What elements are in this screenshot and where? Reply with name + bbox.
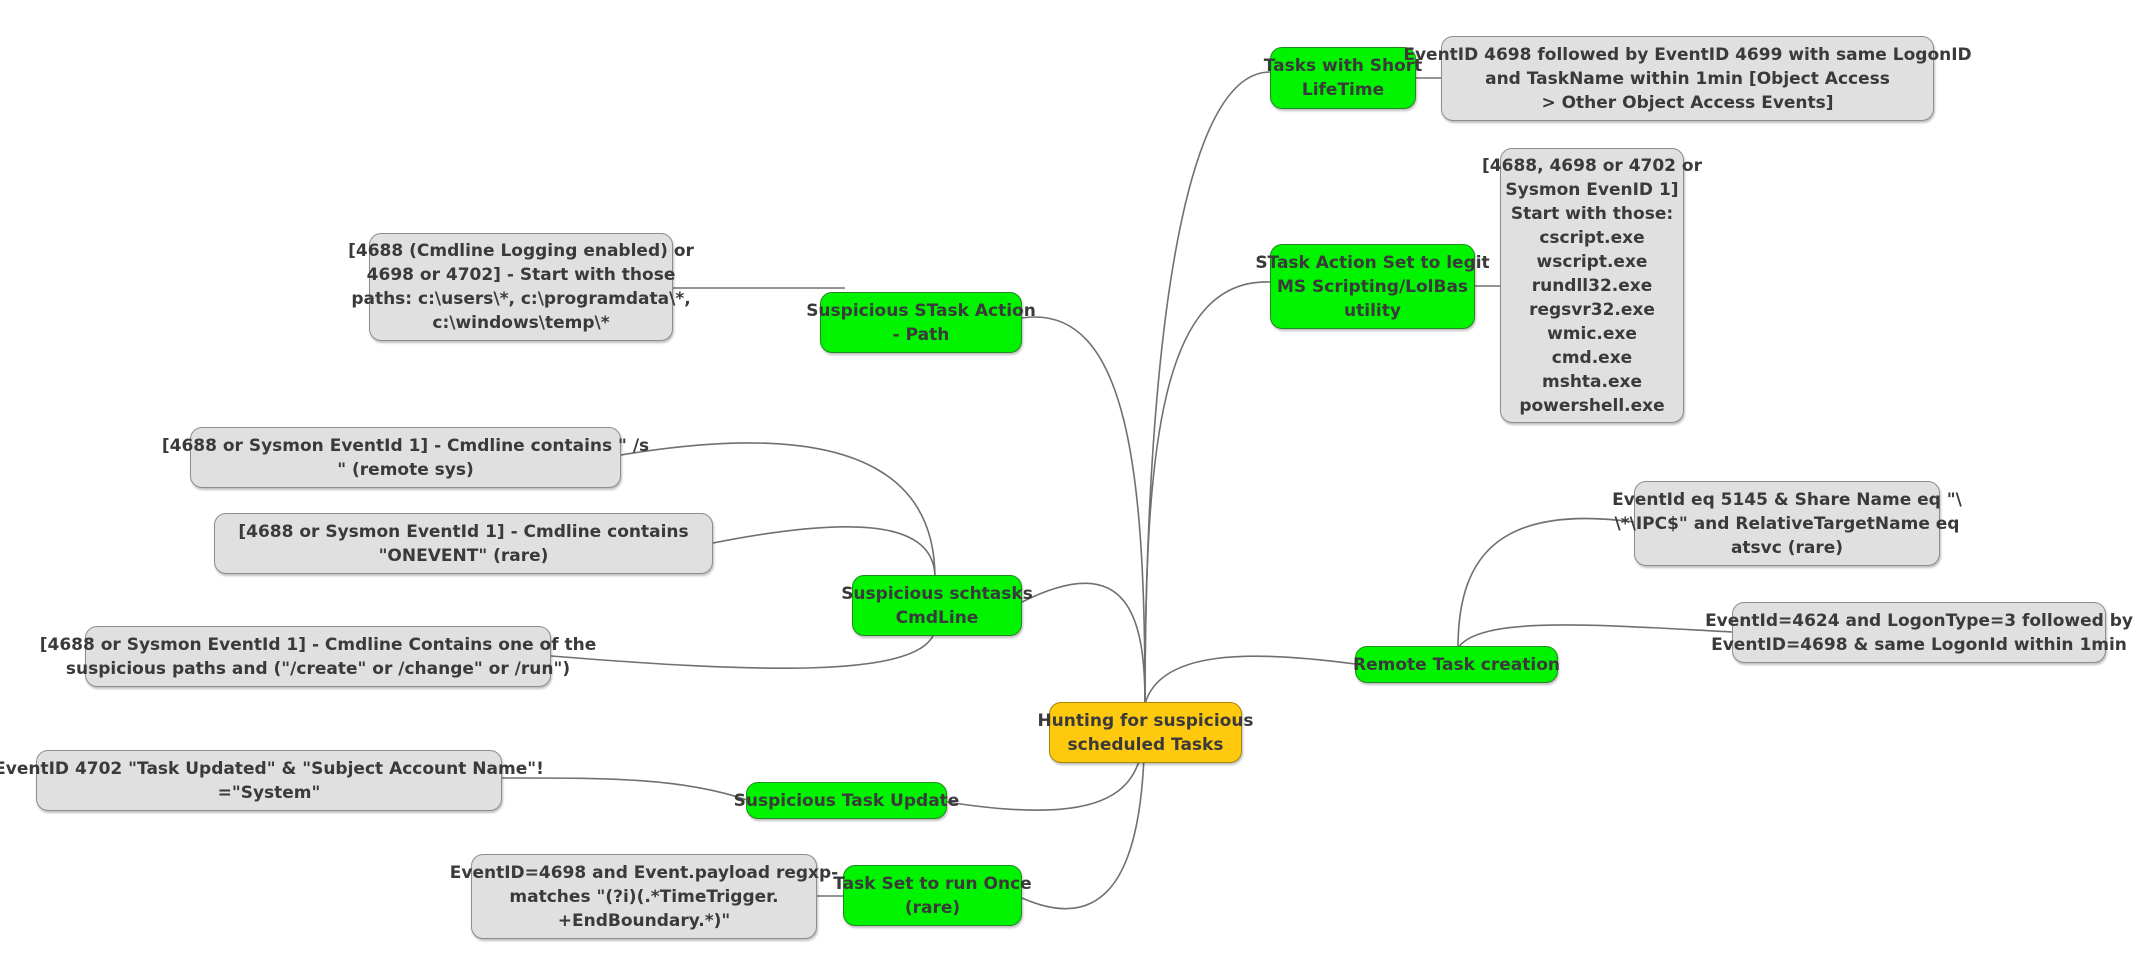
leaf-line: wscript.exe	[1536, 251, 1648, 272]
branch-line: utility	[1344, 300, 1401, 321]
leaf-line: regsvr32.exe	[1529, 299, 1655, 320]
leaf-line: matches "(?i)(.*TimeTrigger.	[509, 886, 779, 907]
edge-cmdline-remote	[620, 442, 936, 579]
edge-remote-share	[1457, 517, 1635, 649]
branch-line: - Path	[892, 324, 950, 345]
edge-root-remote-task	[1144, 655, 1356, 705]
branch-schtasks-cmdline[interactable]: Suspicious schtasks CmdLine	[841, 575, 1033, 636]
leaf-line: and TaskName within 1min [Object Access	[1485, 68, 1890, 89]
edge-root-schtasks-cmdline	[1021, 582, 1146, 705]
leaf-line: powershell.exe	[1519, 395, 1665, 416]
leaf-line: rundll32.exe	[1531, 275, 1653, 296]
leaf-line: 4698 or 4702] - Start with those	[366, 265, 676, 285]
leaf-line: wmic.exe	[1547, 323, 1637, 344]
branch-line: Task Set to run Once	[833, 873, 1032, 894]
leaf-cmdline-paths[interactable]: [4688 or Sysmon EventId 1] - Cmdline Con…	[40, 626, 596, 687]
leaf-remote-logon[interactable]: EventId=4624 and LogonType=3 followed by…	[1705, 602, 2133, 663]
leaf-line: paths: c:\users\*, c:\programdata\*,	[351, 289, 691, 309]
leaf-line: c:\windows\temp\*	[432, 313, 610, 333]
branch-stask-action-legit[interactable]: STask Action Set to legit MS Scripting/L…	[1255, 244, 1490, 329]
leaf-cmdline-onevent[interactable]: [4688 or Sysmon EventId 1] - Cmdline con…	[214, 513, 713, 574]
edge-cmdline-paths	[550, 629, 936, 670]
leaf-line: EventId=4624 and LogonType=3 followed by	[1705, 610, 2133, 631]
branch-remote-task[interactable]: Remote Task creation	[1353, 646, 1561, 683]
leaf-line: suspicious paths and ("/create" or /chan…	[65, 658, 571, 679]
leaf-line: " (remote sys)	[337, 459, 474, 480]
branch-line: Tasks with Short	[1263, 56, 1423, 76]
leaf-line: [4688, 4698 or 4702 or	[1482, 155, 1702, 176]
branch-line: Suspicious schtasks	[841, 583, 1033, 604]
leaf-line: EventID=4698 & same LogonId within 1min	[1711, 634, 2127, 655]
leaf-line: > Other Object Access Events]	[1541, 92, 1834, 113]
leaf-line: "ONEVENT" (rare)	[378, 545, 549, 566]
branch-line: MS Scripting/LolBas	[1276, 276, 1469, 297]
leaf-short-lifetime-detail[interactable]: EventID 4698 followed by EventID 4699 wi…	[1403, 36, 1972, 121]
leaf-update-detail[interactable]: EventID 4702 "Task Updated" & "Subject A…	[0, 750, 544, 811]
leaf-line: [4688 or Sysmon EventId 1] - Cmdline con…	[238, 521, 689, 542]
leaf-line: [4688 or Sysmon EventId 1] - Cmdline Con…	[39, 634, 597, 655]
leaf-line: Sysmon EvenID 1]	[1505, 179, 1679, 200]
branch-line: Suspicious STask Action	[806, 300, 1036, 321]
branch-task-update[interactable]: Suspicious Task Update	[734, 782, 959, 819]
leaf-line: ="System"	[217, 782, 321, 803]
leaf-line: \*\IPC$" and RelativeTargetName eq	[1614, 513, 1960, 534]
edge-cmdline-onevent	[712, 525, 936, 579]
root-line-1: Hunting for suspicious	[1037, 710, 1254, 731]
leaf-remote-share[interactable]: EventId eq 5145 & Share Name eq "\ \*\IP…	[1612, 481, 1962, 566]
leaf-line: EventID 4702 "Task Updated" & "Subject A…	[0, 758, 544, 779]
leaf-lolbas-detail[interactable]: [4688, 4698 or 4702 or Sysmon EvenID 1] …	[1482, 148, 1702, 423]
branch-line: Suspicious Task Update	[733, 790, 960, 811]
branch-line: STask Action Set to legit	[1255, 252, 1490, 273]
branch-line: (rare)	[904, 897, 961, 918]
branch-short-lifetime[interactable]: Tasks with Short LifeTime	[1264, 47, 1422, 109]
leaf-path-detail[interactable]: [4688 (Cmdline Logging enabled) or 4698 …	[348, 233, 694, 341]
leaf-line: EventID=4698 and Event.payload regxp-	[449, 862, 839, 883]
leaf-line: [4688 (Cmdline Logging enabled) or	[348, 241, 694, 261]
leaf-cmdline-remote[interactable]: [4688 or Sysmon EventId 1] - Cmdline con…	[162, 427, 649, 488]
branch-run-once[interactable]: Task Set to run Once (rare)	[833, 865, 1032, 926]
leaf-line: Start with those:	[1510, 203, 1674, 224]
leaf-line: atsvc (rare)	[1730, 537, 1844, 558]
branch-stask-action-path[interactable]: Suspicious STask Action - Path	[806, 292, 1036, 353]
leaf-line: +EndBoundary.*)"	[557, 910, 731, 931]
root-line-2: scheduled Tasks	[1067, 734, 1224, 755]
edge-root-stask-action-path	[1021, 316, 1146, 705]
edge-remote-logon	[1457, 624, 1733, 649]
leaf-line: cscript.exe	[1539, 227, 1645, 248]
edge-task-update-detail	[501, 777, 748, 801]
leaf-line: EventID 4698 followed by EventID 4699 wi…	[1403, 44, 1972, 65]
edge-root-stask-action-legit	[1144, 281, 1271, 705]
leaf-line: mshta.exe	[1541, 371, 1643, 392]
leaf-run-once-detail[interactable]: EventID=4698 and Event.payload regxp- ma…	[450, 854, 838, 939]
root-node-hunting[interactable]: Hunting for suspicious scheduled Tasks	[1037, 702, 1254, 763]
leaf-line: [4688 or Sysmon EventId 1] - Cmdline con…	[161, 435, 650, 456]
leaf-line: cmd.exe	[1551, 347, 1633, 368]
branch-line: Remote Task creation	[1353, 654, 1561, 675]
branch-line: LifeTime	[1301, 80, 1385, 100]
branch-line: CmdLine	[895, 607, 979, 628]
edge-root-short-lifetime	[1144, 71, 1271, 705]
leaf-line: EventId eq 5145 & Share Name eq "\	[1612, 489, 1962, 510]
